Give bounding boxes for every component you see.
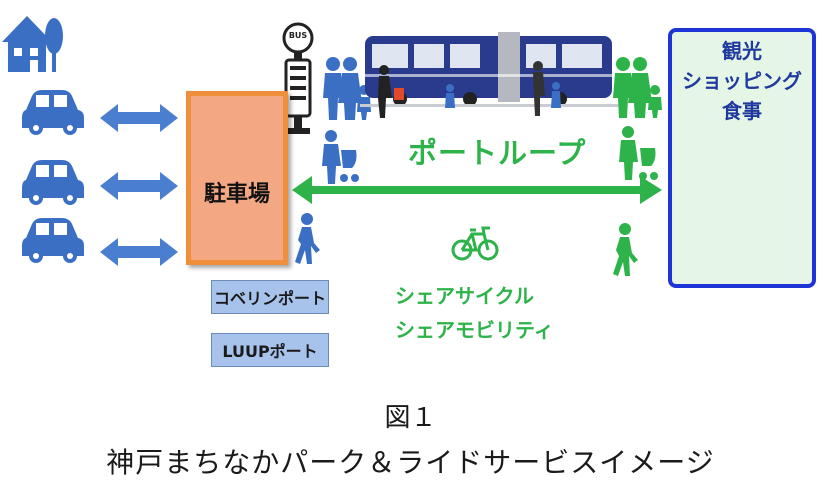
- car-icon-3: [22, 218, 84, 263]
- destination-line-dining: 食事: [722, 99, 762, 123]
- destination-text: 観光 ショッピング 食事: [668, 36, 816, 126]
- car-icon-2: [22, 160, 84, 205]
- car-icon-1: [22, 90, 84, 135]
- double-arrow-icon-3: [100, 238, 178, 266]
- stroller-person-icon: [322, 130, 359, 184]
- double-arrow-icon-2: [100, 172, 178, 200]
- bus-image: [360, 32, 622, 107]
- passenger-figures: [378, 61, 561, 118]
- house-icon: [2, 16, 63, 72]
- green-people-group-icon: [613, 57, 662, 118]
- bus-stop-icon: [282, 22, 314, 134]
- parking-box: [186, 91, 288, 265]
- port-loop-label: ポートループ: [408, 136, 587, 170]
- destination-box: [668, 28, 816, 288]
- bicycle-icon: [451, 226, 499, 261]
- figure-caption: 神戸まちなかパーク＆ライドサービスイメージ: [106, 446, 715, 479]
- covelin-port-box: コベリンポート: [211, 280, 329, 314]
- share-mobility-label: シェアモビリティ: [395, 318, 554, 342]
- luup-port-box: LUUPポート: [211, 333, 329, 367]
- double-arrow-icon-1: [100, 104, 178, 132]
- walking-person-icon: [295, 213, 320, 264]
- port-loop-arrow: [292, 176, 662, 204]
- green-stroller-person-icon: [619, 126, 658, 180]
- green-walking-person-icon: [613, 223, 638, 276]
- destination-line-shopping: ショッピング: [682, 69, 802, 93]
- figure-number: 図１: [384, 403, 437, 433]
- destination-line-sightseeing: 観光: [722, 39, 762, 63]
- share-cycle-label: シェアサイクル: [395, 284, 534, 308]
- parking-label: 駐車場: [203, 182, 270, 207]
- bus-stop-sign-label: BUS: [288, 31, 308, 40]
- people-group-icon: [323, 57, 371, 120]
